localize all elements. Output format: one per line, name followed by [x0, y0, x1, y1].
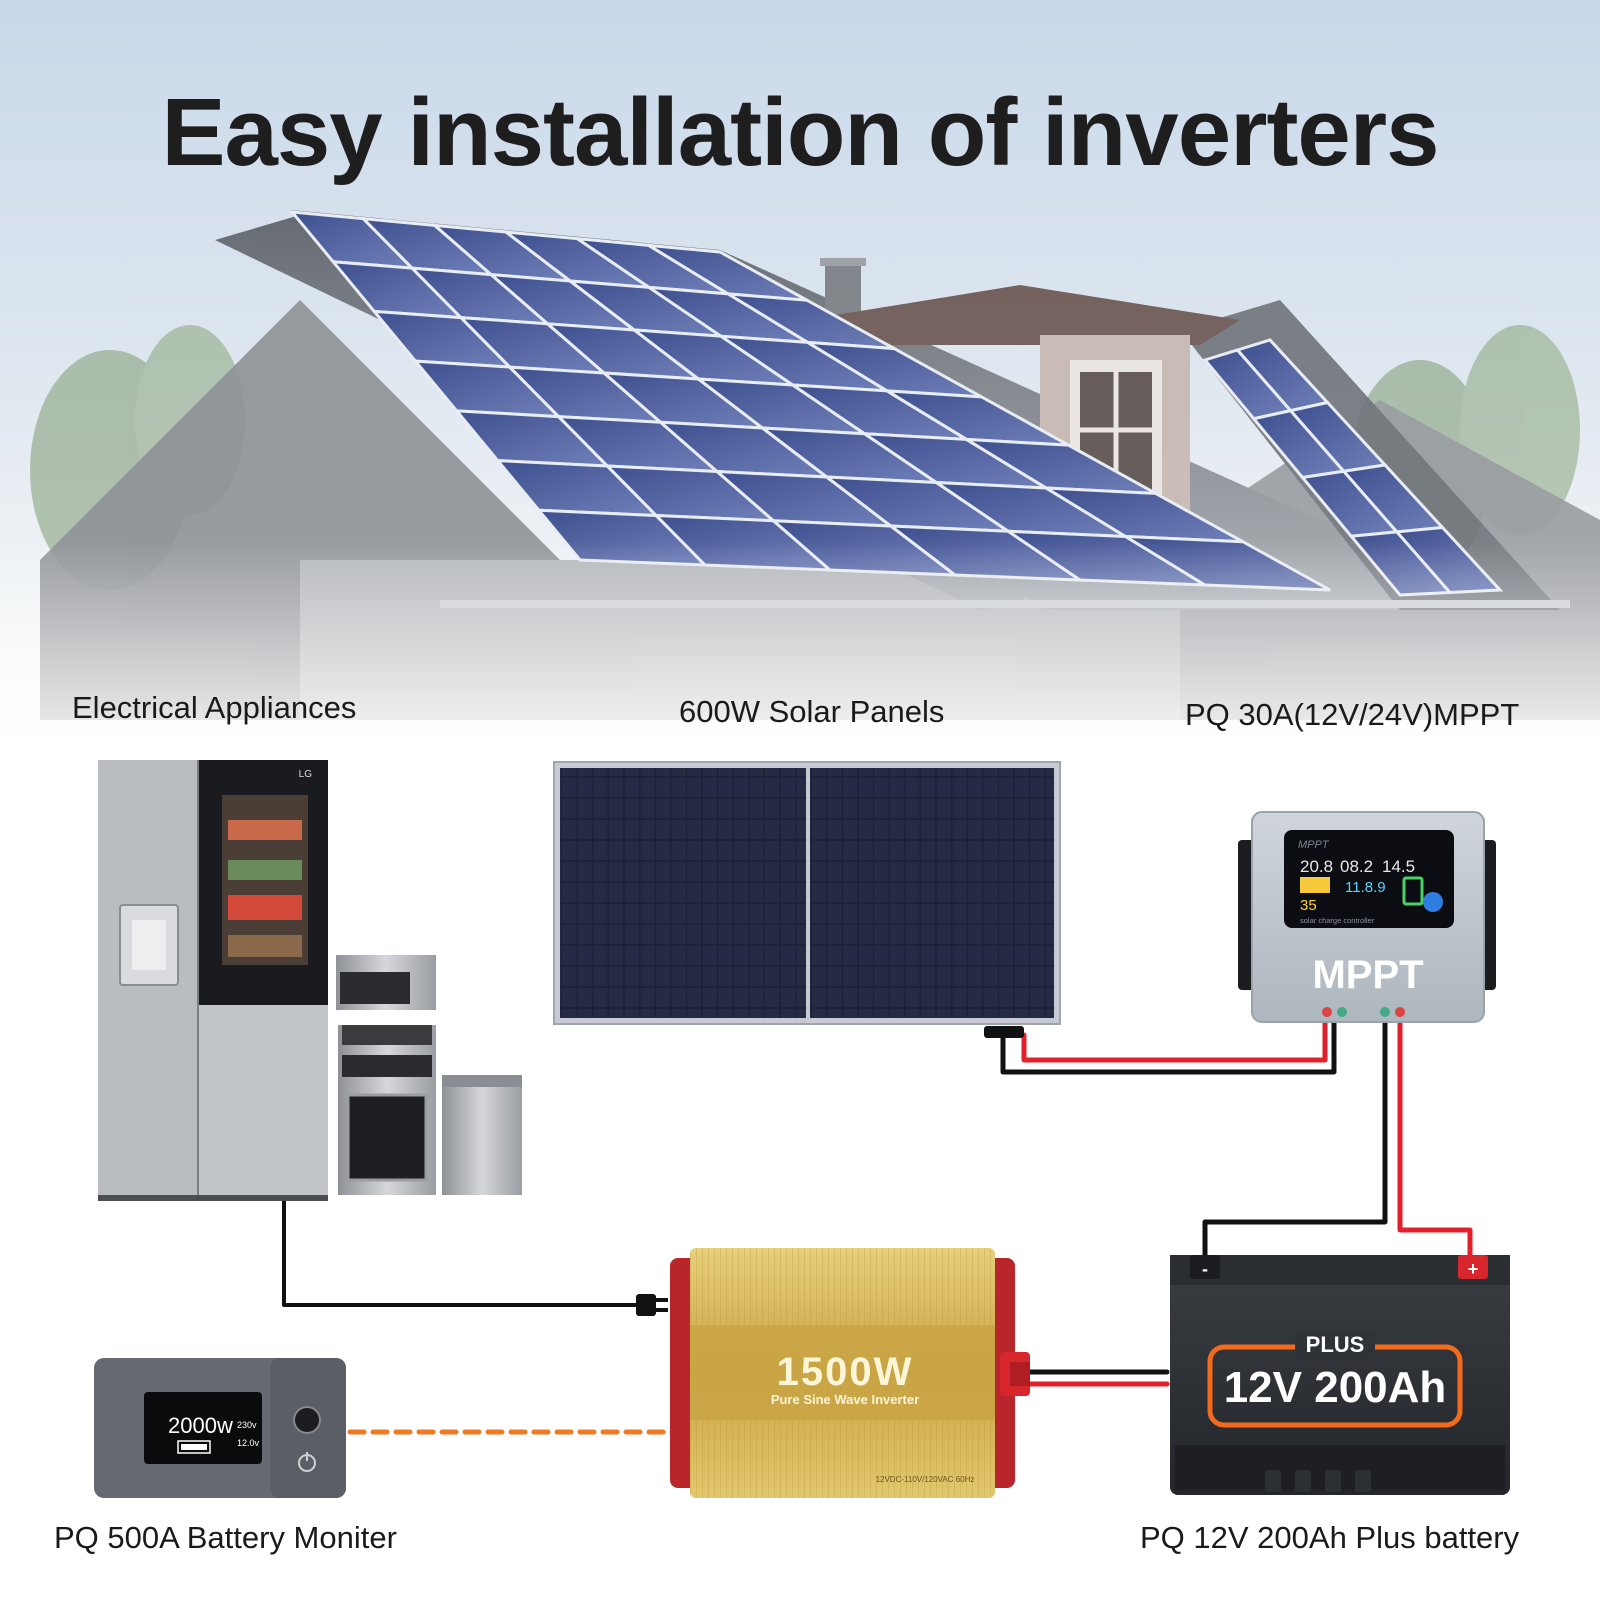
battery-badge: PLUS: [1306, 1332, 1365, 1357]
battery-neg-label: -: [1202, 1259, 1208, 1279]
wire-battery-black: [1202, 1019, 1388, 1265]
fridge-shelves: [228, 820, 302, 957]
label-solar-panels: 600W Solar Panels: [679, 694, 945, 729]
monitor-v2: 12.0v: [237, 1438, 260, 1448]
battery-pos-label: +: [1468, 1259, 1479, 1279]
inverter-spec: 12VDC-110V/120VAC 60Hz: [876, 1475, 975, 1484]
inverter-power: 1500W: [777, 1350, 914, 1394]
battery-feet: [1265, 1470, 1371, 1492]
inverter: 1500W Pure Sine Wave Inverter 12VDC-110V…: [670, 1248, 1030, 1498]
refrigerator: LG: [98, 760, 328, 1201]
mppt-value-battery-voltage: 14.5: [1382, 857, 1415, 876]
kitchen-appliances: [336, 955, 522, 1195]
mppt-button[interactable]: [1423, 892, 1443, 912]
mppt-screen-caption: solar charge controller: [1300, 916, 1375, 925]
wire-solar-black: [1000, 1017, 1337, 1075]
wire-solar-red: [1021, 1017, 1328, 1063]
mppt-screen-title: MPPT: [1298, 839, 1330, 851]
fridge-brand: LG: [299, 769, 313, 780]
battery-positive-terminal: [1458, 1255, 1488, 1279]
monitor-v1: 230v: [237, 1420, 257, 1430]
battery-negative-terminal: [1190, 1255, 1220, 1279]
wiring: [282, 1017, 1473, 1435]
mppt-value-pv-current: 08.2: [1340, 857, 1373, 876]
monitor-power: 2000w: [168, 1413, 233, 1438]
page-title: Easy installation of inverters: [161, 79, 1439, 186]
mppt-value-power: 11.8.9: [1345, 879, 1386, 896]
label-appliances: Electrical Appliances: [72, 690, 357, 725]
mppt-controller: MPPT 20.8 08.2 14.5 11.8.9 35 solar char…: [1238, 811, 1496, 1023]
monitor-battery-icon: [177, 1440, 211, 1454]
inverter-subtitle: Pure Sine Wave Inverter: [771, 1392, 919, 1407]
solar-panel: [553, 761, 1061, 1038]
background-fade: [0, 540, 1600, 780]
ac-plug-icon: [636, 1294, 668, 1316]
mppt-sun-icon: [1300, 877, 1330, 893]
mppt-value-temp: 35: [1300, 897, 1317, 914]
power-icon[interactable]: [298, 1452, 316, 1472]
battery-monitor: 2000w 230v 12.0v: [94, 1358, 346, 1498]
battery-rating: 12V 200Ah: [1224, 1363, 1447, 1412]
mppt-value-pv-voltage: 20.8: [1300, 857, 1333, 876]
wire-appliance-ac: [282, 1196, 642, 1307]
label-battery-monitor: PQ 500A Battery Moniter: [54, 1520, 397, 1555]
monitor-knob[interactable]: [293, 1406, 321, 1434]
mppt-battery-icon: [1402, 876, 1424, 906]
battery: - + PLUS 12V 200Ah: [1170, 1255, 1510, 1495]
mppt-brand-text: MPPT: [1312, 953, 1423, 997]
wire-battery-red: [1397, 1019, 1473, 1265]
label-battery: PQ 12V 200Ah Plus battery: [1140, 1520, 1520, 1555]
label-mppt: PQ 30A(12V/24V)MPPT: [1185, 697, 1520, 732]
